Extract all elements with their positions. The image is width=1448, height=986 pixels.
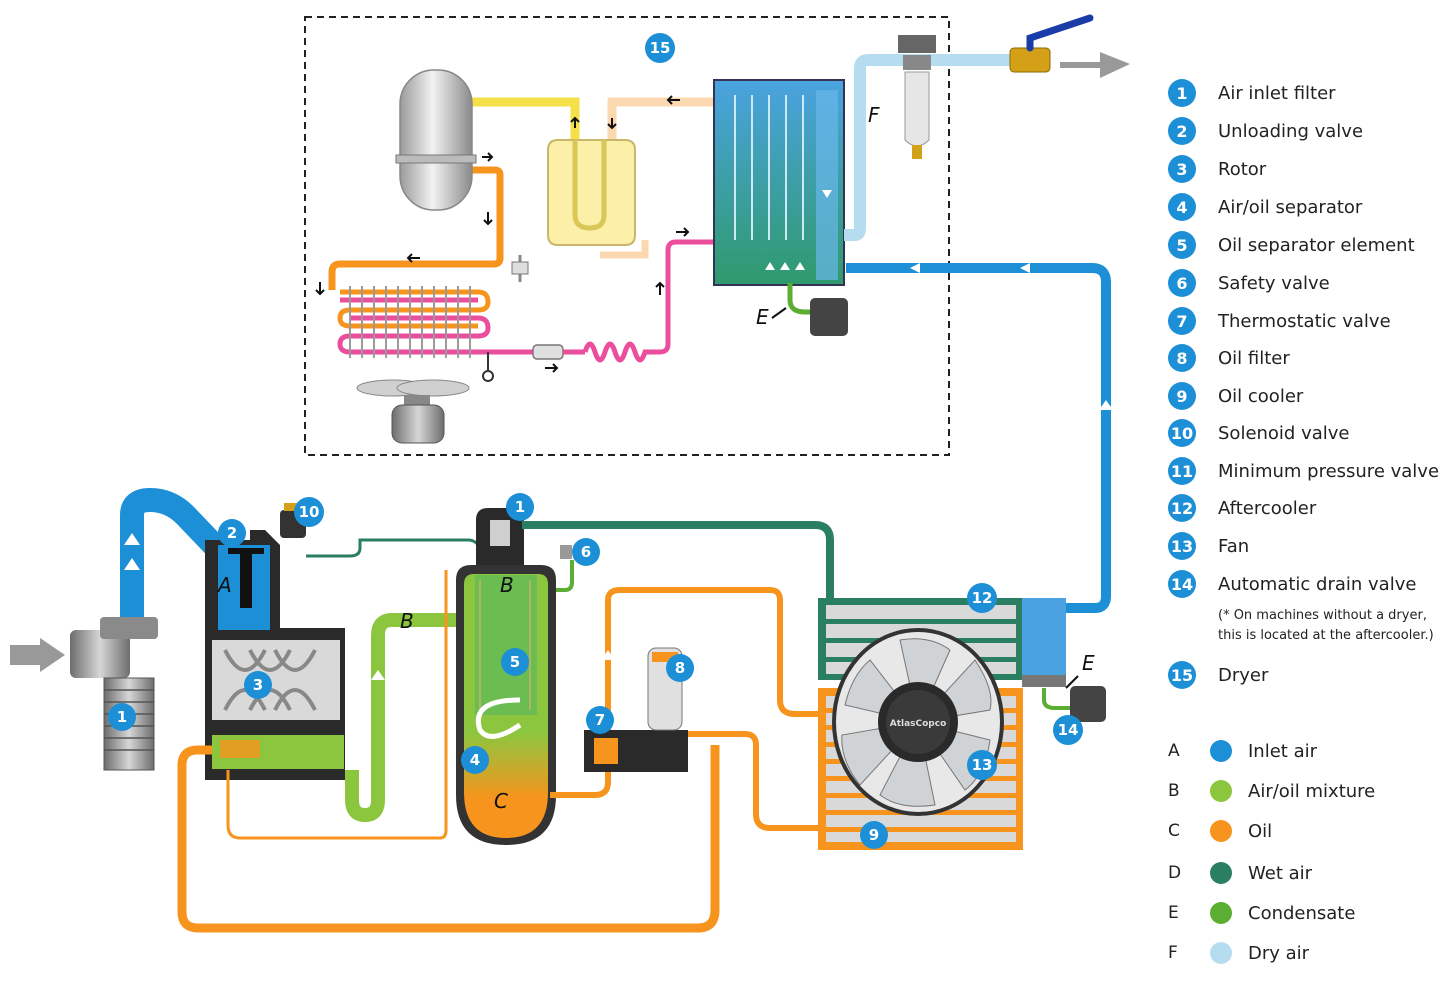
label-condensate-e1: E (756, 305, 769, 329)
outlet-filter (898, 35, 936, 159)
badge-6: 6 (572, 538, 600, 566)
wet-air-to-dryer-line (846, 263, 1111, 613)
dryer-air-exchanger (713, 79, 845, 286)
air-oil-mixture-line (345, 613, 470, 823)
svg-text:8: 8 (675, 659, 685, 677)
badge-10: 10 (294, 497, 324, 527)
label-air-oil-b2: B (500, 573, 514, 597)
label-inlet-air: A (216, 573, 232, 597)
dryer-drain-valve (810, 298, 848, 336)
dryer-refrigerant-circuit (315, 69, 716, 444)
svg-text:6: 6 (581, 543, 591, 561)
svg-text:2: 2 (227, 524, 237, 542)
svg-text:9: 9 (869, 826, 879, 844)
svg-text:13: 13 (972, 756, 993, 774)
badge-1-separator: 1 (506, 493, 534, 521)
dryer-enclosure (304, 16, 950, 456)
badge-7: 7 (586, 706, 614, 734)
label-oil-c: C (494, 789, 508, 813)
automatic-drain-valve (1070, 686, 1106, 722)
svg-text:1: 1 (117, 708, 127, 726)
label-condensate-e2: E (1082, 651, 1095, 675)
badge-4: 4 (461, 746, 489, 774)
dry-air-line (844, 54, 1012, 241)
oil-to-cooler-line (605, 587, 818, 740)
svg-text:4: 4 (470, 751, 480, 769)
refrigerant-heat-exchanger (547, 139, 636, 246)
svg-text:3: 3 (253, 676, 263, 694)
svg-text:7: 7 (595, 711, 605, 729)
badge-13: 13 (967, 750, 997, 780)
dryer-fan (356, 379, 470, 444)
svg-text:12: 12 (972, 589, 993, 607)
cooling-fan: AtlasCopco (832, 628, 1004, 816)
fan-brand-logo: AtlasCopco (890, 719, 947, 729)
svg-text:10: 10 (299, 503, 320, 521)
refrigerant-receiver (399, 69, 473, 211)
badge-3: 3 (244, 671, 272, 699)
legend-drain-note: (* On machines without a dryer, this is … (1218, 608, 1434, 643)
badge-15: 15 (645, 33, 675, 63)
svg-text:14: 14 (1058, 721, 1079, 739)
label-dry-air-f: F (868, 103, 880, 127)
svg-text:1: 1 (515, 498, 525, 516)
badge-14: 14 (1053, 715, 1083, 745)
air-oil-separator (456, 508, 556, 845)
svg-text:5: 5 (510, 653, 520, 671)
badge-8: 8 (666, 654, 694, 682)
badge-9: 9 (860, 821, 888, 849)
badge-1-inlet: 1 (108, 703, 136, 731)
badge-12: 12 (967, 583, 997, 613)
svg-text:15: 15 (650, 39, 671, 57)
oil-return-line (177, 745, 720, 933)
outlet-ball-valve (1009, 14, 1130, 78)
wet-air-line (522, 521, 834, 598)
air-inlet-filter (10, 617, 158, 771)
badge-5: 5 (501, 648, 529, 676)
compressor-element (205, 530, 345, 780)
inlet-air-duct (120, 487, 237, 620)
label-air-oil-b1: B (400, 609, 414, 633)
badge-2: 2 (218, 519, 246, 547)
